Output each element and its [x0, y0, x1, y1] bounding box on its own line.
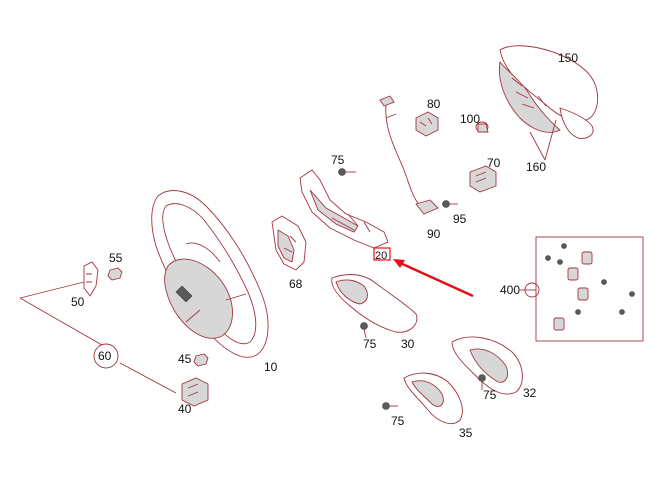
part-400-kit: [520, 236, 644, 342]
label-40: 40: [178, 402, 192, 416]
part-40-bracket: [181, 377, 209, 407]
part-45-screw: [193, 353, 209, 367]
label-150: 150: [558, 51, 578, 65]
label-75-bottom: 75: [391, 414, 405, 428]
label-60: 60: [98, 349, 112, 363]
part-32-cover: [451, 336, 523, 395]
part-50-paddle: [83, 261, 99, 297]
bracket-assembly: [299, 169, 389, 249]
kit-screws: [545, 243, 635, 331]
part-60-leaders: [19, 281, 177, 394]
part-75-screw-bottom: [382, 402, 398, 410]
label-70: 70: [487, 156, 501, 170]
part-10-steering-wheel: [151, 190, 269, 358]
part-70-connector: [469, 165, 497, 193]
label-30: 30: [401, 337, 415, 351]
part-55-screw: [107, 267, 123, 281]
label-50: 50: [71, 295, 85, 309]
label-75-right: 75: [483, 388, 497, 402]
part-75-screw-top: [338, 168, 356, 176]
label-20: 20: [375, 250, 387, 262]
part-95-screw: [442, 200, 458, 208]
label-75-top: 75: [331, 153, 345, 167]
label-68: 68: [289, 277, 303, 291]
part-68-switch: [271, 215, 307, 271]
part-100-bushing: [475, 121, 489, 133]
label-75-mid: 75: [363, 337, 377, 351]
label-10: 10: [264, 360, 278, 374]
label-45: 45: [178, 352, 192, 366]
label-55: 55: [109, 251, 123, 265]
label-100: 100: [460, 112, 480, 126]
label-400: 400: [500, 283, 520, 297]
label-160: 160: [526, 160, 546, 174]
label-90: 90: [427, 227, 441, 241]
part-80-clip: [415, 111, 439, 137]
highlight-20: [373, 247, 474, 298]
part-160-leader: [529, 119, 557, 161]
label-95: 95: [453, 212, 467, 226]
part-75-screw-right: [478, 374, 486, 390]
part-35-cover: [403, 372, 463, 424]
label-80: 80: [427, 97, 441, 111]
label-35: 35: [459, 426, 473, 440]
part-30-trim: [331, 274, 418, 333]
part-90-cable: [379, 95, 439, 215]
part-75-screw-mid: [360, 322, 368, 339]
label-32: 32: [523, 386, 537, 400]
part-150-airbag-cover: [498, 45, 599, 139]
